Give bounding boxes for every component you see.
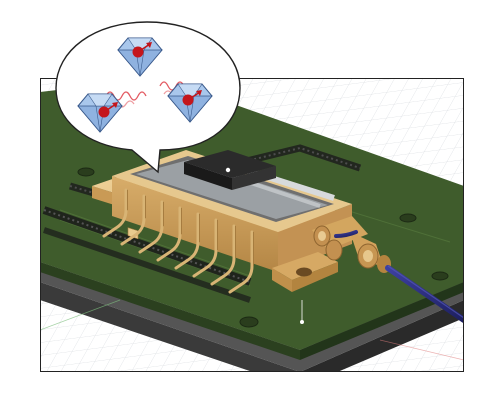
base-plate — [40, 262, 464, 372]
package-flange — [272, 252, 338, 324]
diamond-icon — [167, 83, 213, 123]
optical-fibers — [334, 230, 464, 323]
diamond-crystal-left — [77, 93, 123, 133]
board-mounting-holes — [77, 167, 449, 328]
package-leads — [102, 188, 254, 294]
package-leads-shade — [127, 189, 254, 267]
diamond-crystal-top — [117, 37, 163, 77]
fiber-ferrules — [312, 216, 391, 273]
axis-hints — [40, 299, 464, 361]
diamond-crystal-right — [167, 83, 213, 123]
callout-bubble — [55, 21, 241, 174]
gold-package — [92, 150, 352, 272]
viewport-border — [40, 78, 464, 372]
